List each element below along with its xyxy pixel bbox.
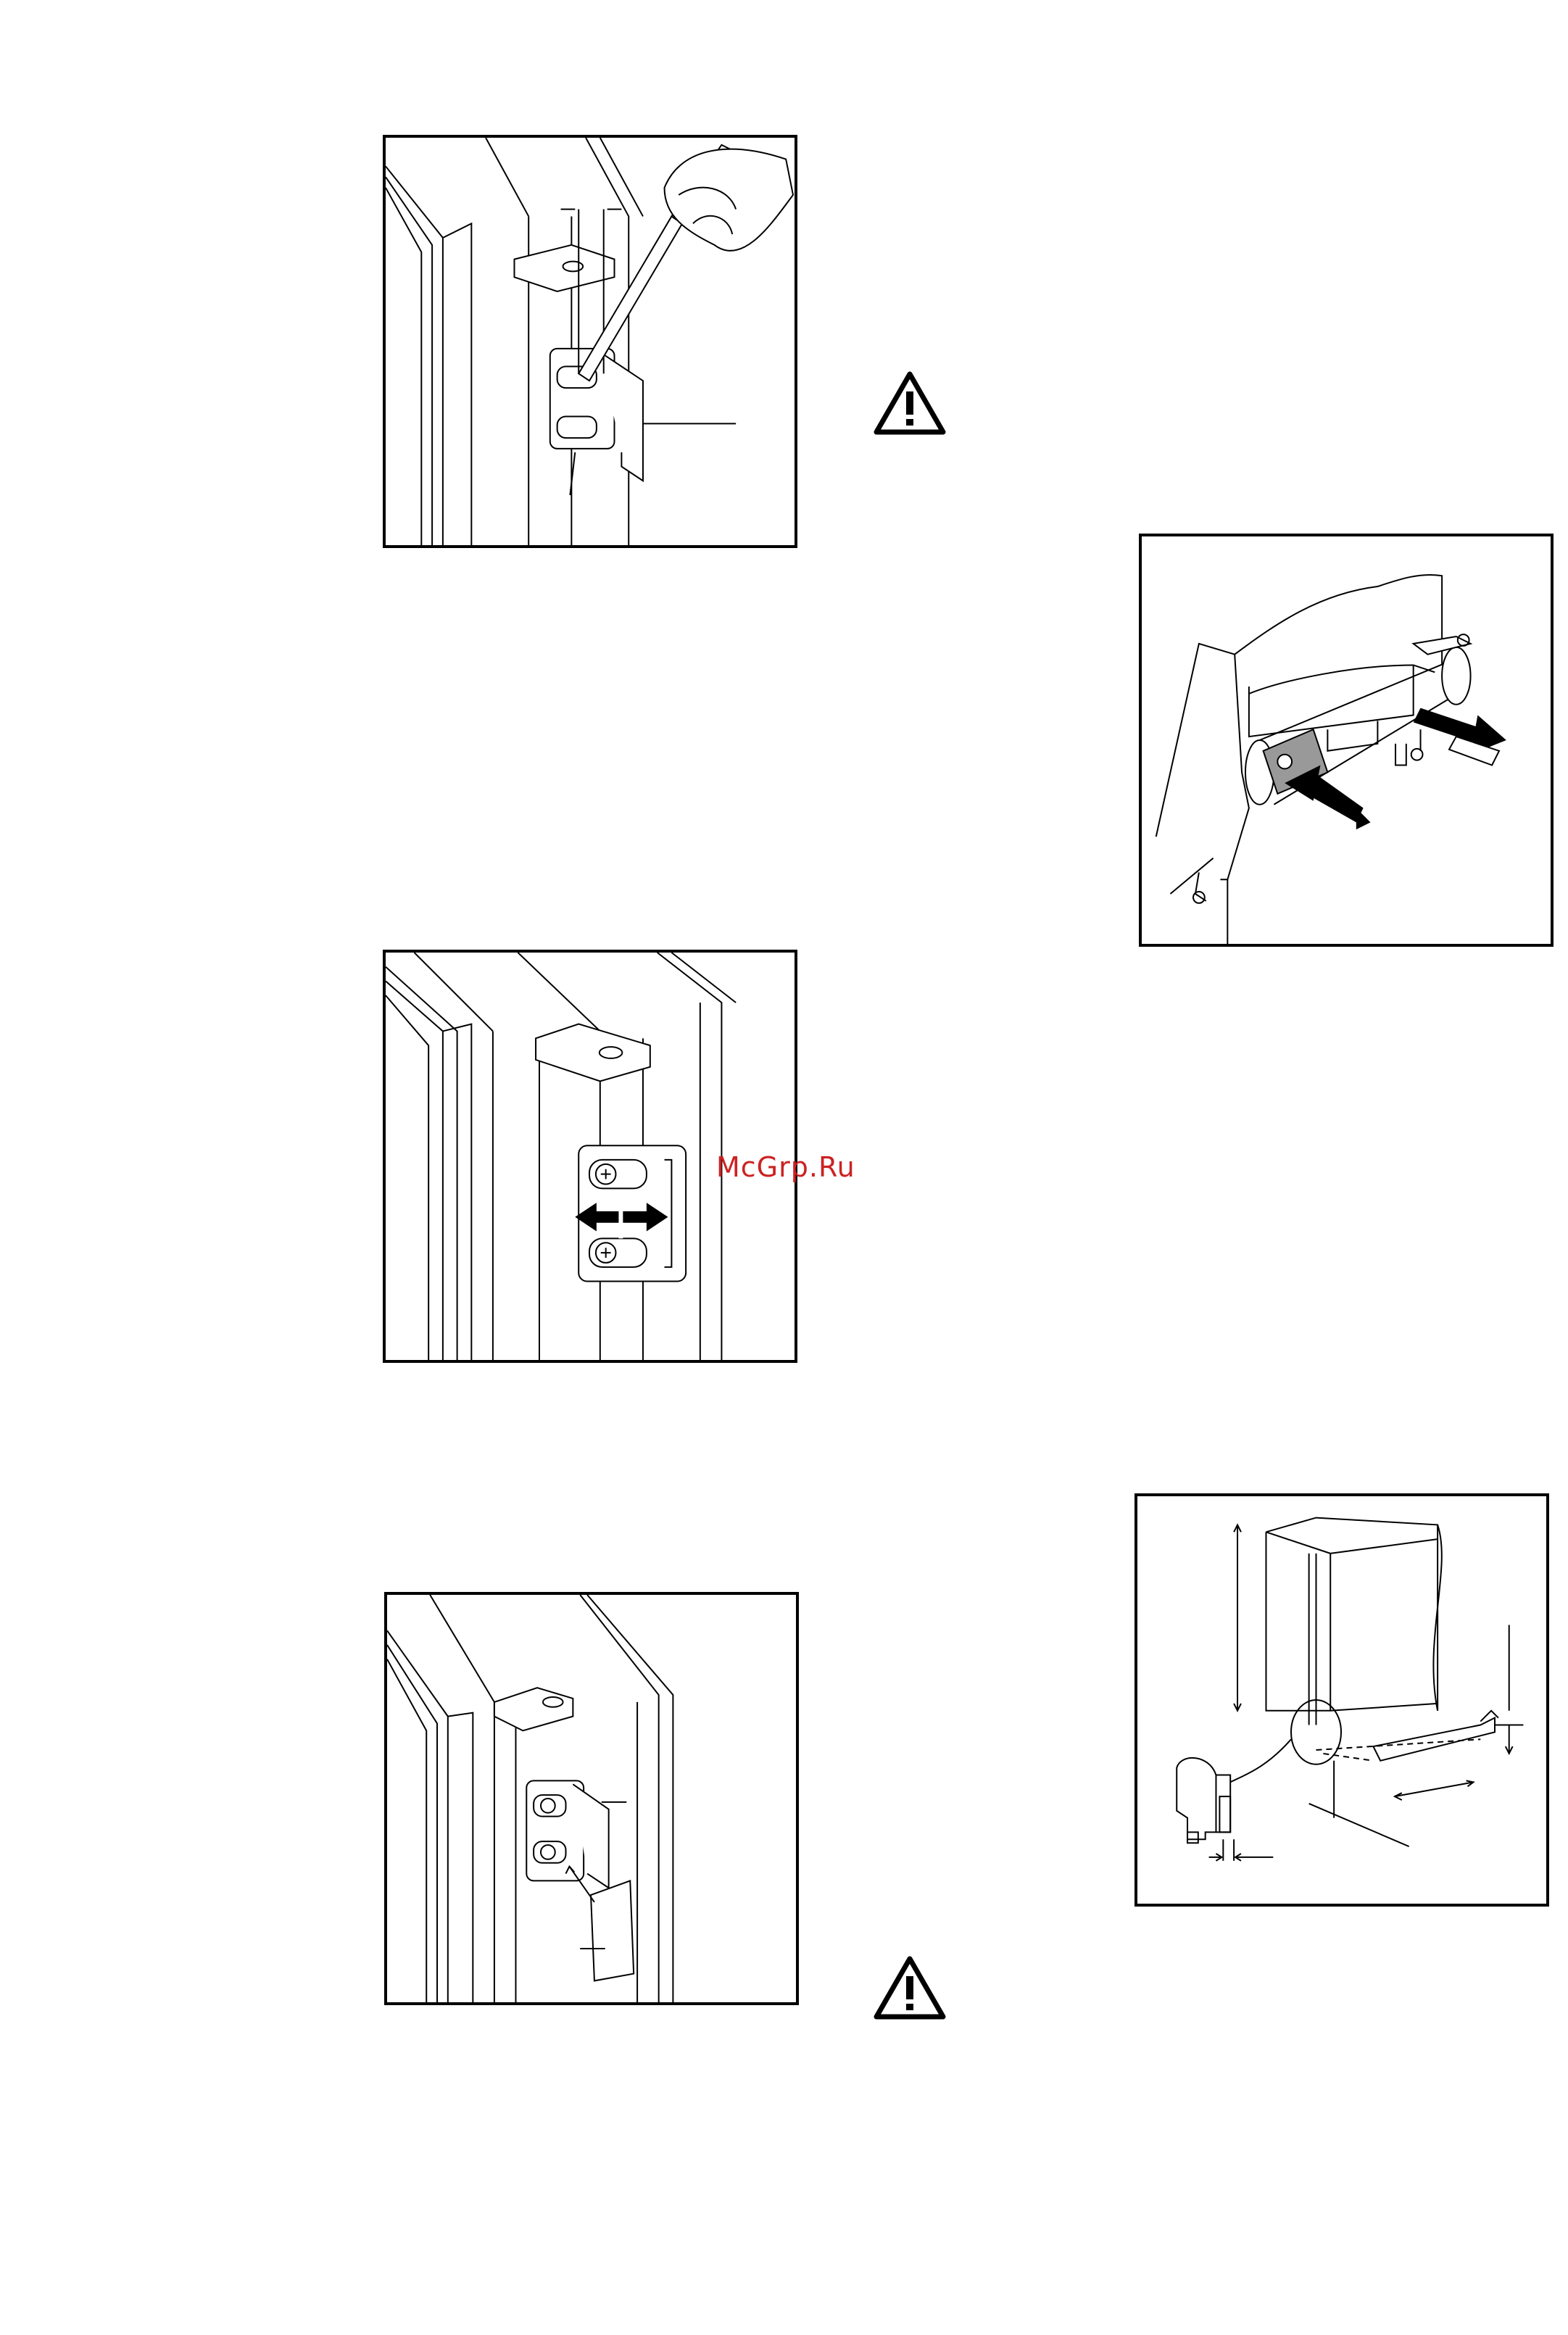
figure-cabinet-plinth xyxy=(1134,1493,1549,1907)
figure-door-catch-adjust xyxy=(383,135,797,548)
door-catch-adjust-illustration xyxy=(386,138,795,545)
watermark: McGrp.Ru xyxy=(716,1151,855,1183)
catch-cover-illustration xyxy=(387,1595,796,2002)
cabinet-plinth-illustration xyxy=(1137,1496,1546,1904)
warning-triangle-icon xyxy=(872,370,947,436)
figure-plinth-vent xyxy=(1139,534,1554,947)
warning-triangle-icon xyxy=(872,1954,947,2021)
figure-catch-cover xyxy=(384,1592,799,2005)
plinth-vent-illustration xyxy=(1142,536,1551,944)
